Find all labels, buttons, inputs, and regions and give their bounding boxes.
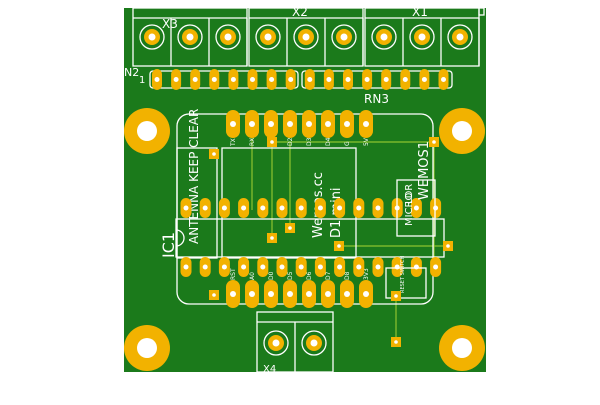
label-pin1: 1	[139, 75, 145, 86]
pin-label-a0: A0	[249, 272, 256, 280]
label-n2: N2	[124, 66, 139, 79]
wemos1-micro-outline	[396, 179, 436, 237]
pin-label-d3: D3	[306, 137, 313, 146]
pin-label-d0: D0	[268, 271, 275, 280]
pin-label-3v3: 3V3	[363, 268, 370, 280]
label-wemos1: WEMOS1	[417, 141, 432, 200]
label-rn3: RN3	[364, 92, 389, 106]
label-x1: X1	[412, 5, 428, 19]
pcb-board	[124, 8, 486, 372]
label-reset-switch: RESET SWITCH	[400, 256, 406, 293]
pin-label-d5: D5	[287, 271, 294, 280]
pin-label-d4: D4	[325, 137, 332, 146]
pin-label-d2: D2	[287, 137, 294, 146]
resistor-network-outline-left	[149, 70, 299, 89]
label-x4: X4	[263, 364, 276, 375]
vias	[209, 137, 453, 347]
label-ic1: IC1	[159, 232, 178, 258]
pin-label-g: G	[344, 141, 351, 146]
mounting-holes	[124, 108, 485, 371]
pin-label-tx: TX	[230, 138, 237, 147]
terminal-blocks-top	[132, 7, 485, 67]
wemos-header-top	[226, 110, 373, 138]
reset-switch-outline	[385, 267, 427, 299]
label-ldr: LDR	[404, 184, 415, 204]
pin-label-5v: 5V	[363, 137, 370, 146]
label-micro: MICRO	[404, 192, 415, 226]
pin-labels-bottom: RST A0 D0 D5 D6 D7 D8 3V3	[230, 268, 370, 280]
resistor-network-outline-right	[301, 70, 453, 89]
pin-label-rst: RST	[230, 268, 237, 280]
ic1-notch	[175, 229, 185, 247]
pin-label-d7: D7	[325, 271, 332, 280]
label-x3: X3	[162, 17, 178, 31]
ic1-pads-top	[180, 198, 442, 218]
ic1-outline	[175, 218, 445, 258]
label-x2: X2	[292, 5, 308, 19]
wemos-header-bottom	[226, 280, 373, 308]
pin-label-d8: D8	[344, 271, 351, 280]
pin-label-rx: RX	[249, 138, 256, 146]
antenna-keepclear-zone	[176, 147, 218, 259]
antenna-keepclear-label: ANTENNA KEEP CLEAR	[187, 109, 201, 244]
terminal-block-x4: X4	[256, 311, 334, 375]
pin-label-d6: D6	[306, 271, 313, 280]
ic1-pads-bottom	[180, 257, 442, 277]
resistor-network-pads	[152, 69, 449, 90]
